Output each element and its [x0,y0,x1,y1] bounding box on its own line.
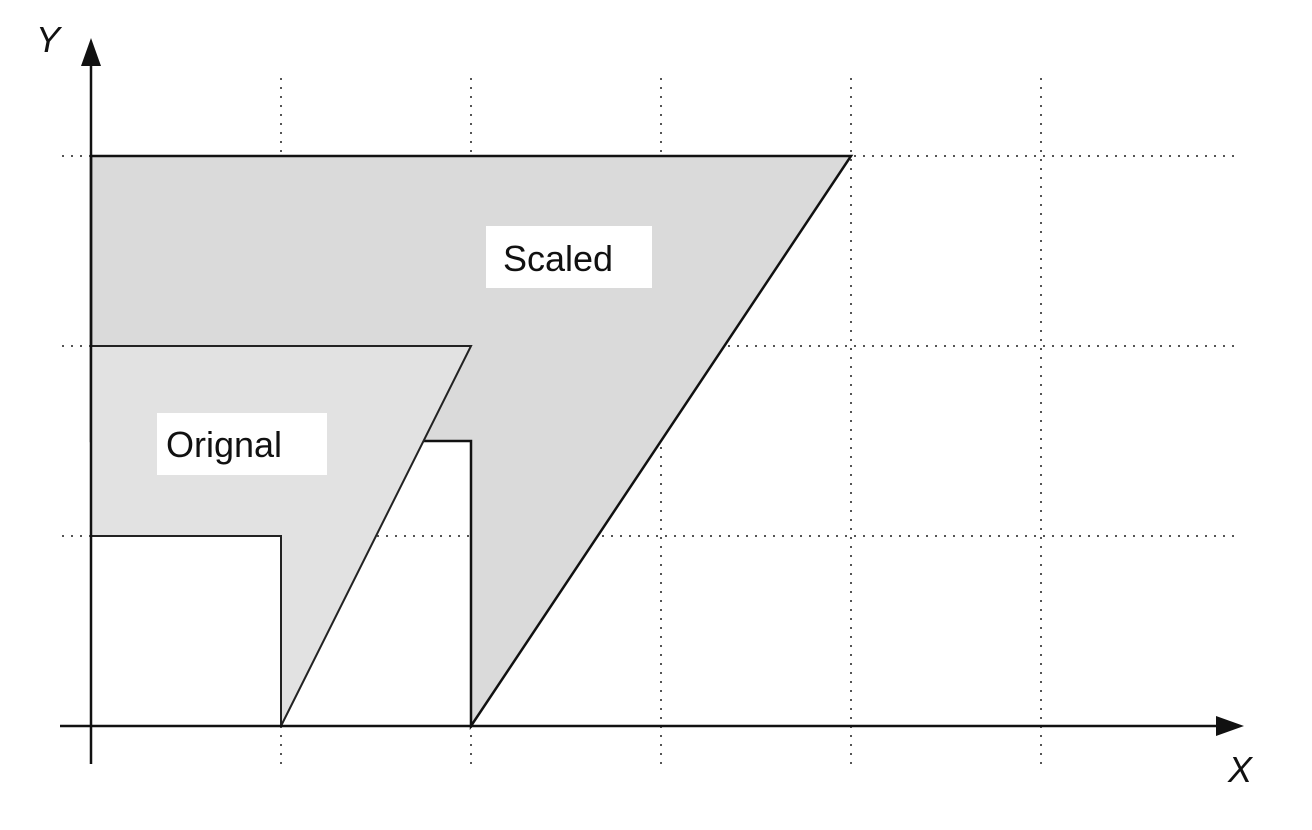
axes: X Y [36,19,1254,790]
original-label: Orignal [166,424,282,465]
y-axis-label: Y [36,19,63,60]
y-axis-arrowhead [81,38,101,66]
shape-labels: Scaled Orignal [157,226,652,475]
original-label-background [157,413,327,475]
scaled-label-background [486,226,652,288]
x-axis-label: X [1227,749,1254,790]
scaled-label: Scaled [503,238,613,279]
x-axis-arrowhead [1216,716,1244,736]
